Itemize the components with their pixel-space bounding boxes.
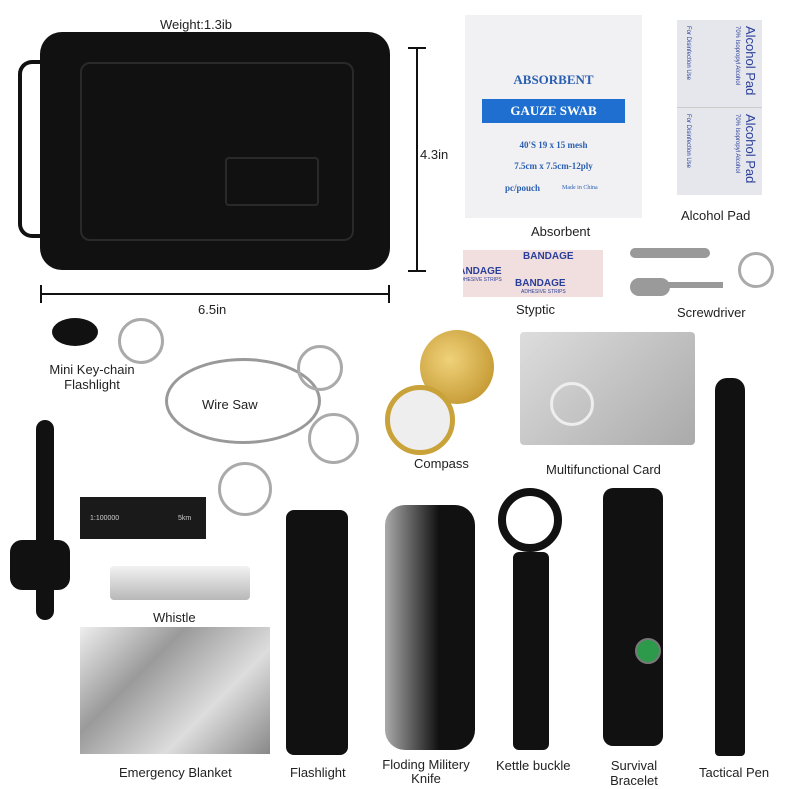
flashlight-label: Flashlight — [290, 765, 346, 780]
multifunctional-card — [520, 332, 695, 445]
alcohol-pad-subtitle: 70% Isopropyl Alcohol — [734, 26, 740, 86]
emergency-blanket-label: Emergency Blanket — [119, 765, 232, 780]
ruler-scale: 1:100000 — [90, 515, 120, 522]
key-ring — [297, 345, 343, 391]
alcohol-pad-title: Alcohol Pad — [743, 26, 758, 96]
bandage-subtext: ADHESIVE STRIPS — [521, 289, 566, 295]
absorbent-label: Absorbent — [531, 224, 591, 239]
kettle-buckle — [513, 552, 549, 750]
mini-keychain-flashlight — [52, 318, 98, 346]
whistle — [110, 566, 250, 600]
screwdriver-tool — [630, 248, 710, 258]
fire-starter — [36, 420, 54, 620]
survival-bracelet — [603, 488, 663, 746]
bandage-text: BANDAGE — [523, 251, 574, 262]
flashlight — [286, 510, 348, 755]
alcohol-pad-label: Alcohol Pad — [681, 208, 751, 223]
alcohol-pad-subtitle: 70% Isopropyl Alcohol — [734, 114, 740, 174]
knife-label-line2: Knife — [411, 771, 441, 786]
tactical-pen-label: Tactical Pen — [699, 765, 770, 780]
tactical-pen — [715, 378, 745, 756]
alcohol-pad-use: For Disinfection Use — [685, 26, 691, 81]
folding-knife — [385, 505, 475, 750]
hard-case — [40, 32, 390, 270]
bracelet-compass-icon — [635, 638, 661, 664]
bandage-text: BANDAGE — [463, 266, 502, 277]
height-label: 4.3in — [420, 147, 449, 162]
mini-flashlight-label-line2: Flashlight — [64, 377, 120, 392]
screwdriver-tool — [630, 278, 670, 296]
gauze-origin: Made in China — [562, 185, 598, 191]
key-ring — [118, 318, 164, 364]
mini-flashlight-label-line1: Mini Key-chain — [49, 362, 135, 377]
key-ring — [738, 252, 774, 288]
case-lanyard — [18, 60, 42, 238]
whistle-label: Whistle — [153, 610, 196, 625]
wire-saw-label: Wire Saw — [202, 397, 258, 412]
key-ring — [218, 462, 272, 516]
bracelet-label-line1: Survival — [610, 758, 658, 773]
kettle-buckle-ring — [498, 488, 562, 552]
height-dimension-line — [416, 47, 418, 272]
bracelet-label-line2: Bracelet — [610, 773, 658, 788]
key-ring — [308, 413, 359, 464]
multi-card-label: Multifunctional Card — [546, 462, 661, 477]
gauze-banner: GAUZE SWAB — [482, 99, 625, 123]
emergency-blanket — [80, 627, 270, 754]
wire-saw — [165, 358, 321, 444]
ruler-unit: 5km — [178, 515, 192, 522]
bandage-subtext: ADHESIVE STRIPS — [463, 277, 502, 283]
gauze-swab-packet: ABSORBENT GAUZE SWAB 40'S 19 x 15 mesh 7… — [465, 15, 642, 218]
width-label: 6.5in — [198, 302, 227, 317]
width-dimension-line — [40, 293, 390, 295]
ruler-striker: 1:100000 5km — [80, 497, 206, 539]
bandage-text: BANDAGE — [515, 278, 566, 289]
gauze-spec: 40'S 19 x 15 mesh — [519, 140, 588, 150]
knife-label-line1: Floding Militery — [382, 757, 470, 772]
alcohol-pad-use: For Disinfection Use — [685, 114, 691, 169]
compass-label: Compass — [414, 456, 469, 471]
bandage-strips: BANDAGE BANDAGE ADHESIVE STRIPS BANDAGE … — [463, 250, 603, 297]
kettle-buckle-label: Kettle buckle — [496, 758, 571, 773]
weight-label: Weight:1.3ib — [160, 17, 233, 32]
compass — [385, 385, 455, 455]
styptic-label: Styptic — [516, 302, 556, 317]
screwdriver-label: Screwdriver — [677, 305, 746, 320]
gauze-size: 7.5cm x 7.5cm-12ply — [514, 161, 593, 171]
gauze-count: pc/pouch — [505, 183, 541, 193]
alcohol-pad-title: Alcohol Pad — [743, 114, 758, 184]
alcohol-pad-packets: Alcohol Pad 70% Isopropyl Alcohol For Di… — [677, 20, 762, 195]
gauze-title: ABSORBENT — [513, 72, 594, 87]
